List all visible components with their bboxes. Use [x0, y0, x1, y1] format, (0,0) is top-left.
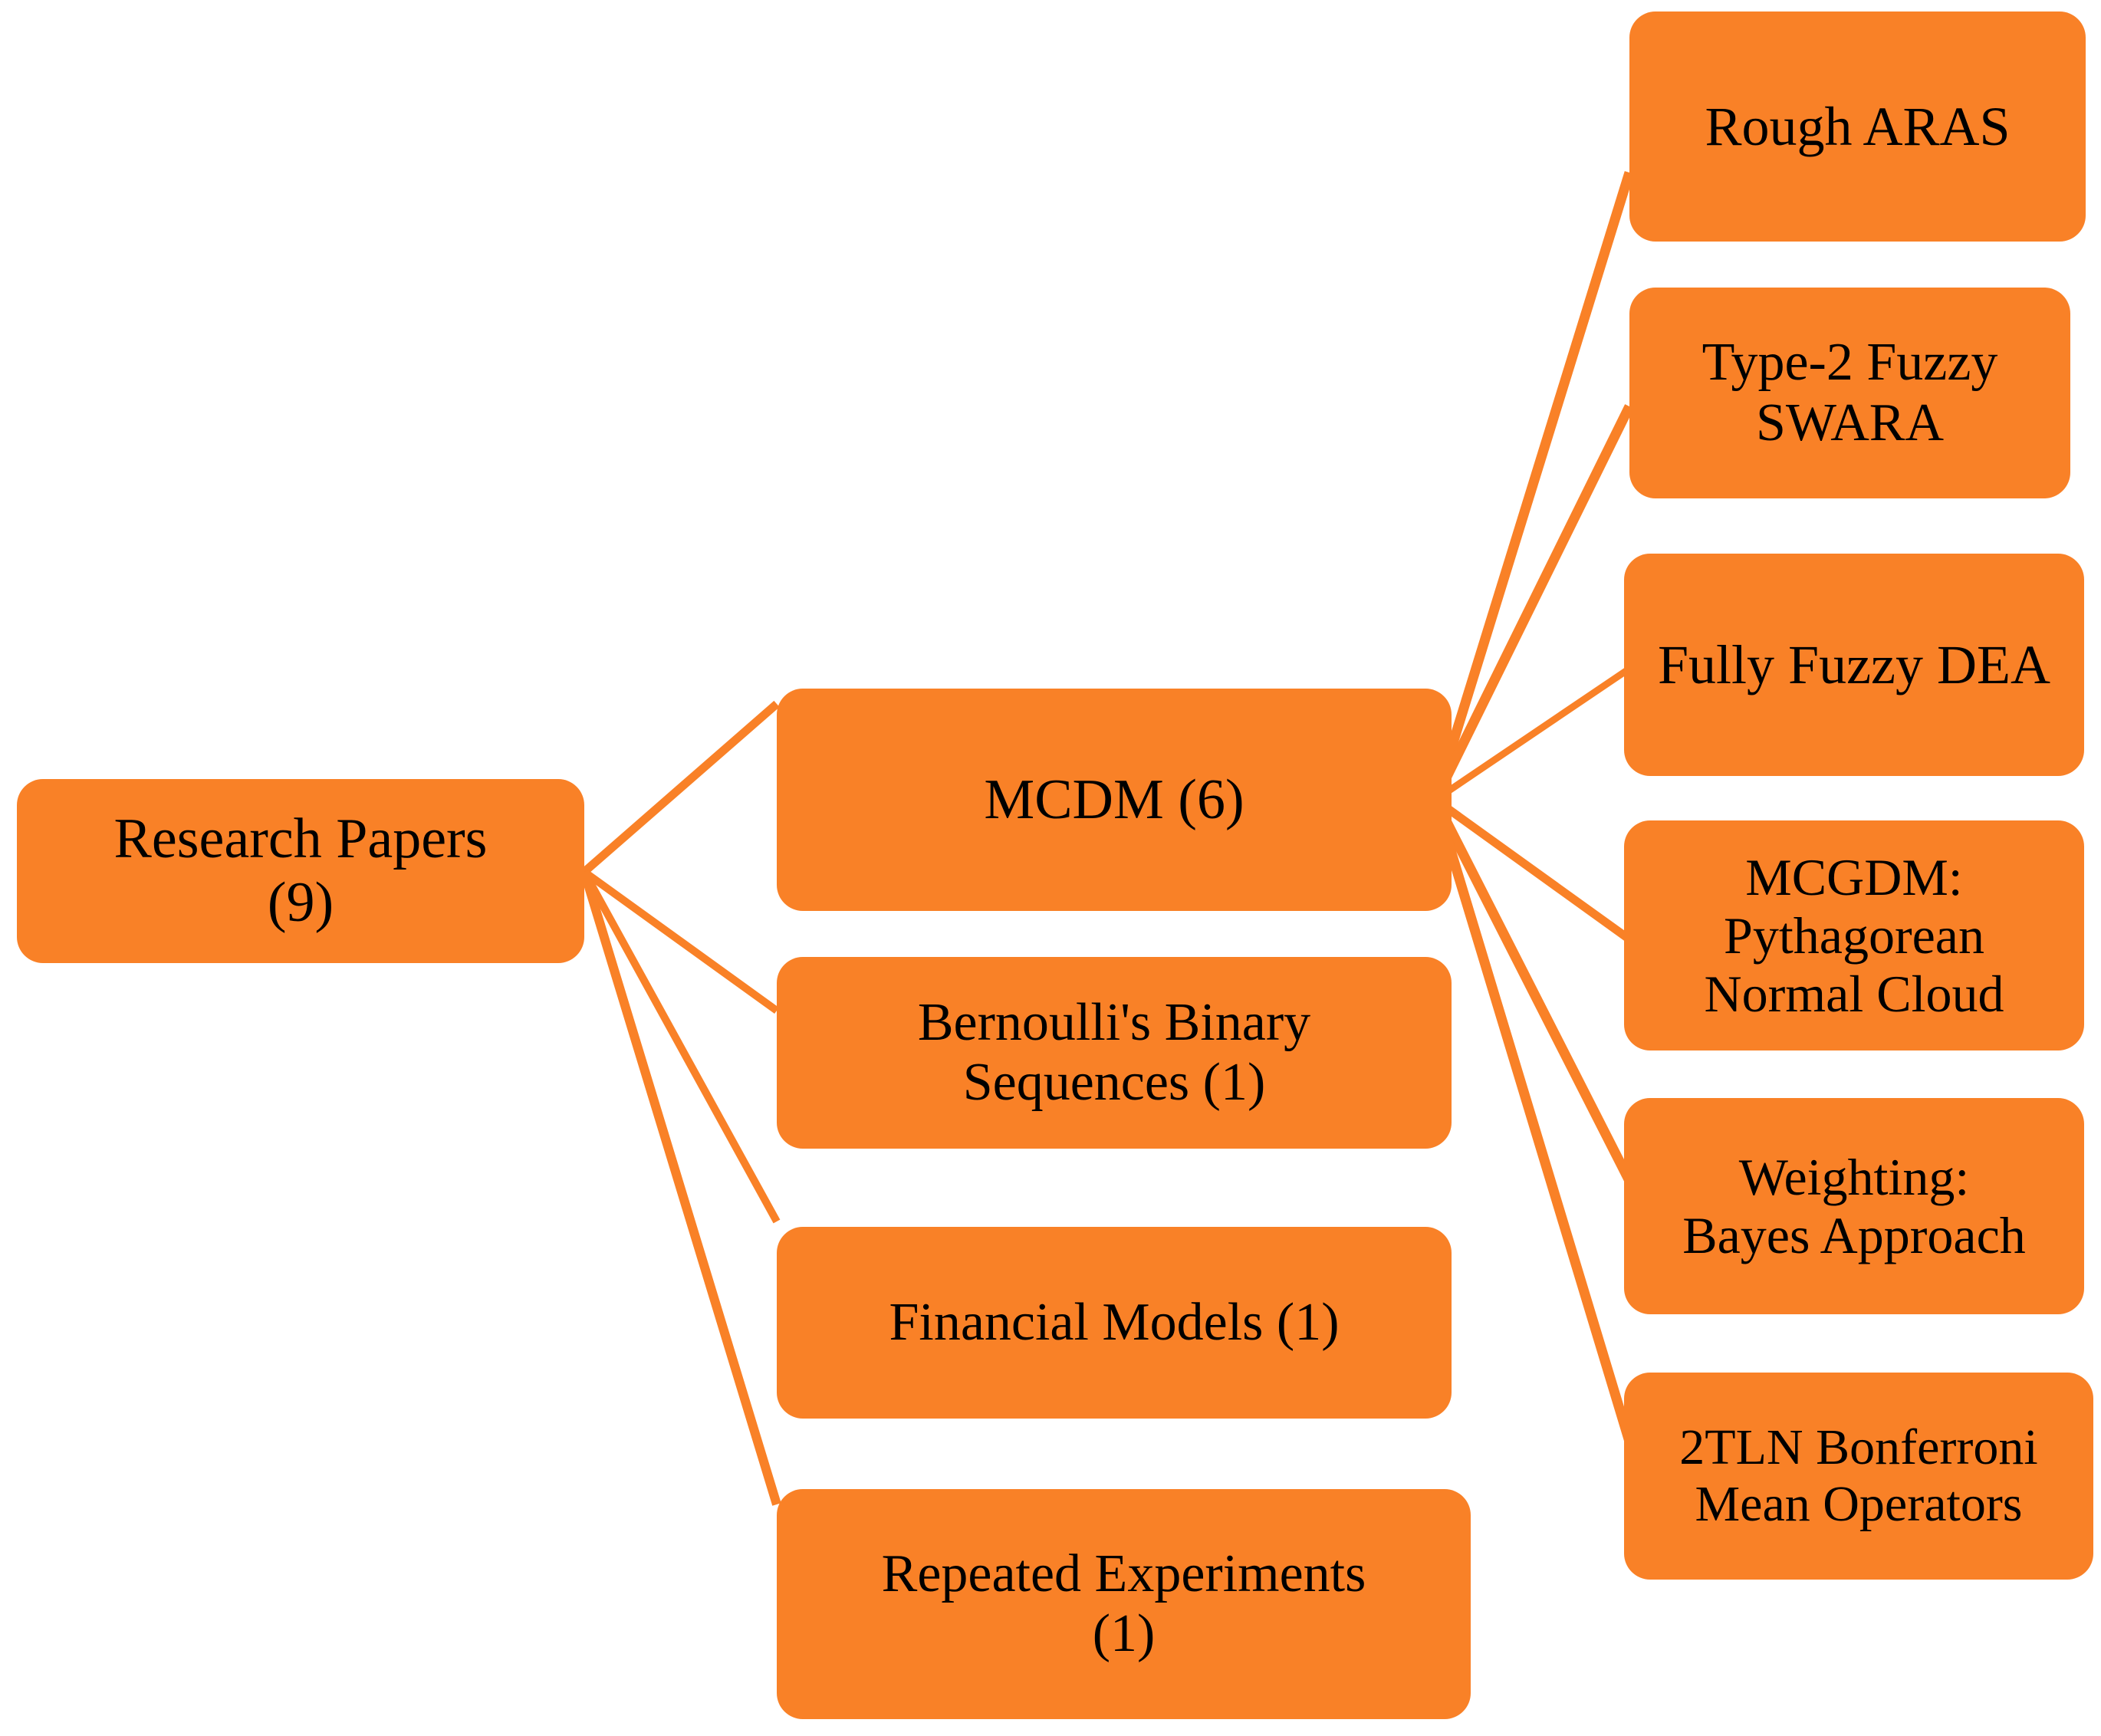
node-mcgdm-pythagorean-normal-cloud[interactable]: MCGDM: Pythagorean Normal Cloud: [1624, 820, 2084, 1050]
edge-mcdm-to-type2-fuzzy-swara: [1431, 404, 1634, 802]
node-weighting-bayes-approach[interactable]: Weighting: Bayes Approach: [1624, 1098, 2084, 1314]
edge-root-to-bernoulli: [582, 868, 779, 1014]
node-bernoullis-binary-sequences[interactable]: Bernoulli's Binary Sequences (1): [777, 957, 1452, 1149]
node-fully-fuzzy-dea[interactable]: Fully Fuzzy DEA: [1624, 554, 2084, 776]
edge-mcdm-to-2tln-bonferroni: [1430, 798, 1635, 1443]
node-mcdm[interactable]: MCDM (6): [777, 689, 1452, 911]
node-repeated-experiments[interactable]: Repeated Experiments (1): [777, 1489, 1471, 1719]
edge-mcdm-to-fully-fuzzy-dea: [1433, 666, 1632, 803]
node-2tln-bonferroni-mean-operators[interactable]: 2TLN Bonferroni Mean Operators: [1624, 1373, 2093, 1580]
edge-root-to-financial: [580, 870, 781, 1224]
node-financial-models[interactable]: Financial Models (1): [777, 1227, 1452, 1419]
edge-root-to-mcdm: [581, 700, 780, 876]
edge-mcdm-to-mcgdm-pythagorean: [1432, 796, 1632, 943]
edge-mcdm-to-rough-aras: [1430, 171, 1635, 801]
node-rough-aras[interactable]: Rough ARAS: [1629, 12, 2086, 242]
edge-mcdm-to-weighting-bayes: [1431, 797, 1634, 1183]
edge-root-to-repeated: [580, 870, 781, 1506]
node-research-papers[interactable]: Research Papers (9): [17, 779, 584, 963]
node-type2-fuzzy-swara[interactable]: Type-2 Fuzzy SWARA: [1629, 288, 2070, 498]
